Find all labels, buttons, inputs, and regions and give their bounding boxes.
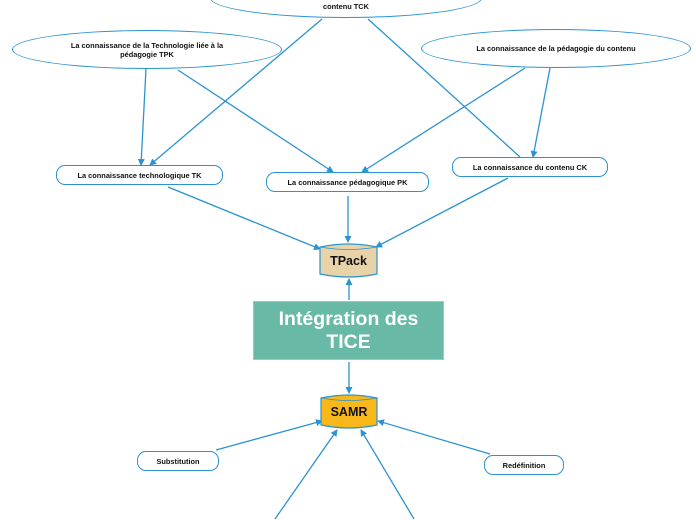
edge-tpk-to-tk bbox=[137, 68, 147, 166]
node-substitution[interactable]: Substitution bbox=[137, 451, 219, 471]
node-tpk-label: La connaissance de la Technologie liée à… bbox=[70, 40, 224, 59]
node-pck[interactable]: La connaissance de la pédagogie du conte… bbox=[421, 29, 691, 68]
edge-bottom-right-to-samr bbox=[360, 429, 415, 520]
node-samr-label: SAMR bbox=[330, 404, 368, 419]
node-tpack-label: TPack bbox=[330, 253, 367, 268]
center-title-line1: Intégration des bbox=[278, 307, 419, 330]
node-tk[interactable]: La connaissance technologique TK bbox=[56, 165, 223, 185]
node-pk[interactable]: La connaissance pédagogique PK bbox=[266, 172, 429, 192]
node-tck[interactable]: contenu TCK bbox=[210, 0, 482, 18]
edge-substitution-to-samr bbox=[215, 419, 323, 451]
node-redefinition[interactable]: Redéfinition bbox=[484, 455, 564, 475]
node-tk-label: La connaissance technologique TK bbox=[77, 170, 202, 180]
edge-tpk-to-pk bbox=[177, 69, 334, 173]
node-tpk[interactable]: La connaissance de la Technologie liée à… bbox=[12, 30, 282, 69]
node-ck[interactable]: La connaissance du contenu CK bbox=[452, 157, 608, 177]
node-redefinition-label: Redéfinition bbox=[502, 460, 546, 470]
node-pck-label: La connaissance de la pédagogie du conte… bbox=[476, 44, 636, 53]
edge-tk-to-tpack bbox=[167, 186, 321, 250]
node-substitution-label: Substitution bbox=[156, 456, 200, 466]
node-center[interactable]: Intégration des TICE bbox=[253, 301, 444, 360]
center-title-line2: TICE bbox=[326, 330, 371, 353]
edge-redefinition-to-samr bbox=[377, 419, 491, 455]
node-tpack[interactable]: TPack bbox=[319, 242, 378, 279]
node-samr[interactable]: SAMR bbox=[320, 393, 378, 430]
edge-pck-to-ck bbox=[530, 67, 551, 158]
node-ck-label: La connaissance du contenu CK bbox=[472, 162, 588, 172]
edge-bottom-left-to-samr bbox=[274, 429, 338, 520]
tpack-cylinder-shape bbox=[319, 243, 378, 278]
node-tck-label: contenu TCK bbox=[323, 1, 369, 11]
node-pk-label: La connaissance pédagogique PK bbox=[287, 177, 408, 187]
samr-cylinder-shape bbox=[320, 394, 378, 429]
